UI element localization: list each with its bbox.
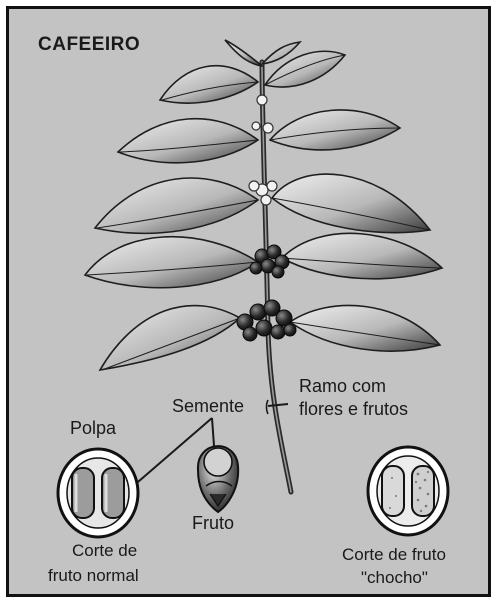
leaf [160, 66, 258, 103]
leaf [225, 40, 262, 66]
fruit-label: Fruto [192, 514, 234, 532]
leaf [100, 306, 240, 370]
pointer-branch [268, 404, 288, 406]
seed-label: Semente [172, 397, 244, 415]
leaf [85, 237, 258, 288]
normal-fruit-cut [58, 449, 138, 537]
branch-label-line2: flores e frutos [299, 400, 408, 418]
pulp-label: Polpa [70, 419, 116, 437]
branch-label-line1: Ramo com [299, 377, 386, 395]
empty-fruit-cut [368, 447, 448, 535]
coffee-fruit [198, 446, 238, 512]
leaf [282, 233, 442, 278]
normal-cut-label-line1: Corte de [72, 542, 137, 559]
empty-cut-label-line1: Corte de fruto [342, 546, 446, 563]
normal-cut-label-line2: fruto normal [48, 567, 139, 584]
leaf [270, 110, 400, 150]
leaf [272, 174, 430, 233]
empty-cut-label-line2: "chocho" [361, 569, 428, 586]
pointer-seed-to-fruit [212, 418, 214, 446]
leaf [290, 305, 440, 351]
diagram-title: CAFEEIRO [38, 35, 140, 54]
leaf [118, 119, 258, 163]
